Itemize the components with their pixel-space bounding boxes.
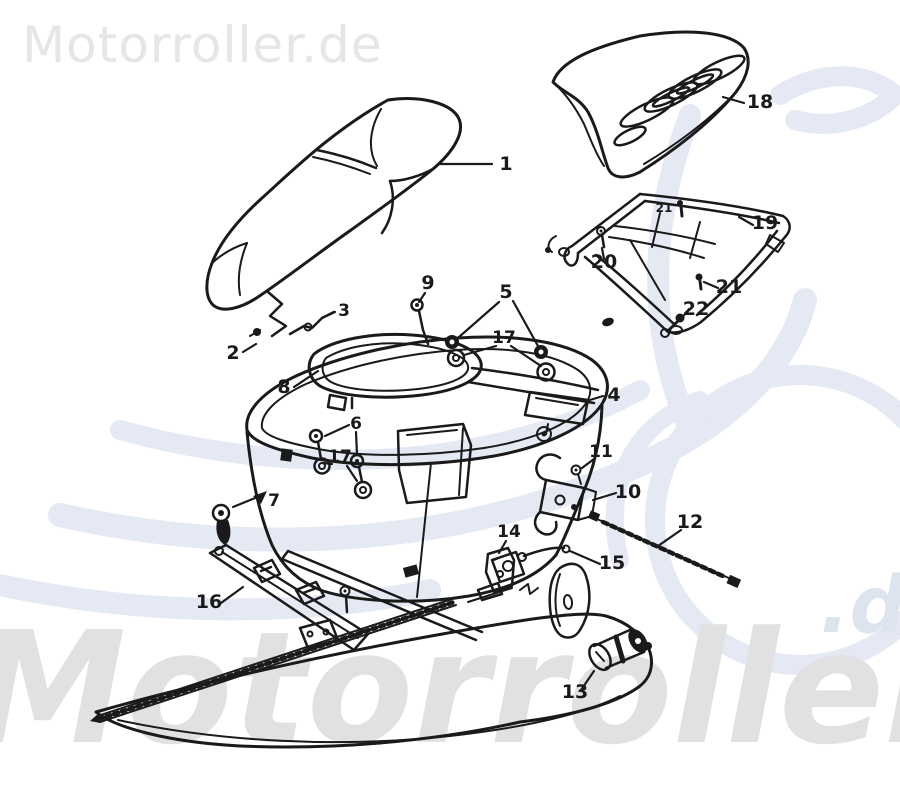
leader-4 (588, 394, 605, 402)
callout-label-6: 6 (350, 414, 362, 434)
callout-label-13: 13 (562, 681, 588, 703)
leader-8 (292, 369, 320, 389)
rack-bolt-21-top (677, 200, 684, 218)
callout-label-3: 3 (338, 301, 350, 321)
leader-14 (497, 539, 508, 555)
carrier-cover-part (551, 30, 750, 179)
callout-label-11: 11 (589, 442, 613, 462)
callout-label-17: 17 (492, 328, 516, 348)
callout-label-4: 4 (607, 384, 620, 406)
leader-20 (600, 246, 606, 261)
callout-label-21: 21 (656, 201, 673, 215)
callout-label-9: 9 (421, 272, 434, 294)
leader-19 (737, 215, 755, 227)
seat-hinge-part (249, 290, 288, 338)
callout-label-1: 1 (499, 153, 512, 175)
leader-16 (219, 585, 245, 605)
leader-17a (462, 344, 543, 368)
callout-label-2: 2 (226, 342, 239, 364)
callout-label-8: 8 (277, 376, 290, 398)
callout-label-21: 21 (716, 276, 742, 298)
callout-label-18: 18 (747, 91, 773, 113)
seat-part (205, 97, 462, 311)
rack-bolt-21 (695, 273, 703, 291)
leader-12 (656, 528, 683, 548)
callout-label-20: 20 (591, 251, 617, 273)
mounting-rail-part (208, 543, 370, 652)
callout-label-7: 7 (268, 491, 280, 511)
watermark-layer: Motorroller.de .de Motorroller (0, 16, 900, 779)
callout-leader-lines (219, 95, 755, 692)
leader-6 (323, 423, 359, 457)
callout-label-10: 10 (615, 481, 641, 503)
rack-bolt-20 (596, 226, 606, 249)
watermark-de-text: .de (820, 561, 900, 651)
box-lid-part (307, 332, 600, 435)
watermark-top-text: Motorroller.de (22, 16, 383, 74)
leader-22 (679, 307, 691, 321)
callout-label-14: 14 (497, 522, 521, 542)
lower-body-panel-part (94, 550, 654, 749)
seat-lock-latch-part (533, 453, 597, 536)
screw-9 (410, 298, 430, 346)
bolt-7 (211, 491, 267, 545)
callout-label-19: 19 (752, 212, 778, 234)
luggage-rack-part (545, 192, 791, 335)
leader-21 (702, 280, 720, 290)
callout-label-17: 17 (328, 447, 352, 467)
scooter-watermark-graphic (0, 66, 900, 675)
leader-9 (417, 291, 427, 304)
nuts-5 (445, 335, 548, 359)
leader-3 (320, 310, 337, 320)
leader-11 (580, 457, 596, 470)
watermark-bottom-text: Motorroller (0, 598, 900, 779)
lever-15 (517, 544, 571, 562)
callout-label-12: 12 (677, 511, 703, 533)
leader-15 (568, 549, 602, 566)
bolts-6-washers-17 (308, 428, 373, 500)
leader-10 (591, 491, 618, 502)
leader-5 (457, 299, 540, 348)
callout-label-5: 5 (499, 281, 512, 303)
washers-17-upper (446, 348, 556, 382)
leader-2 (241, 342, 258, 354)
leader-13 (579, 669, 596, 692)
callout-label-15: 15 (599, 552, 625, 574)
cable-rod-part (587, 510, 742, 589)
callout-label-16: 16 (196, 591, 222, 613)
callout-label-22: 22 (683, 298, 709, 320)
leader-17b (322, 461, 359, 483)
leader-18 (721, 95, 746, 105)
